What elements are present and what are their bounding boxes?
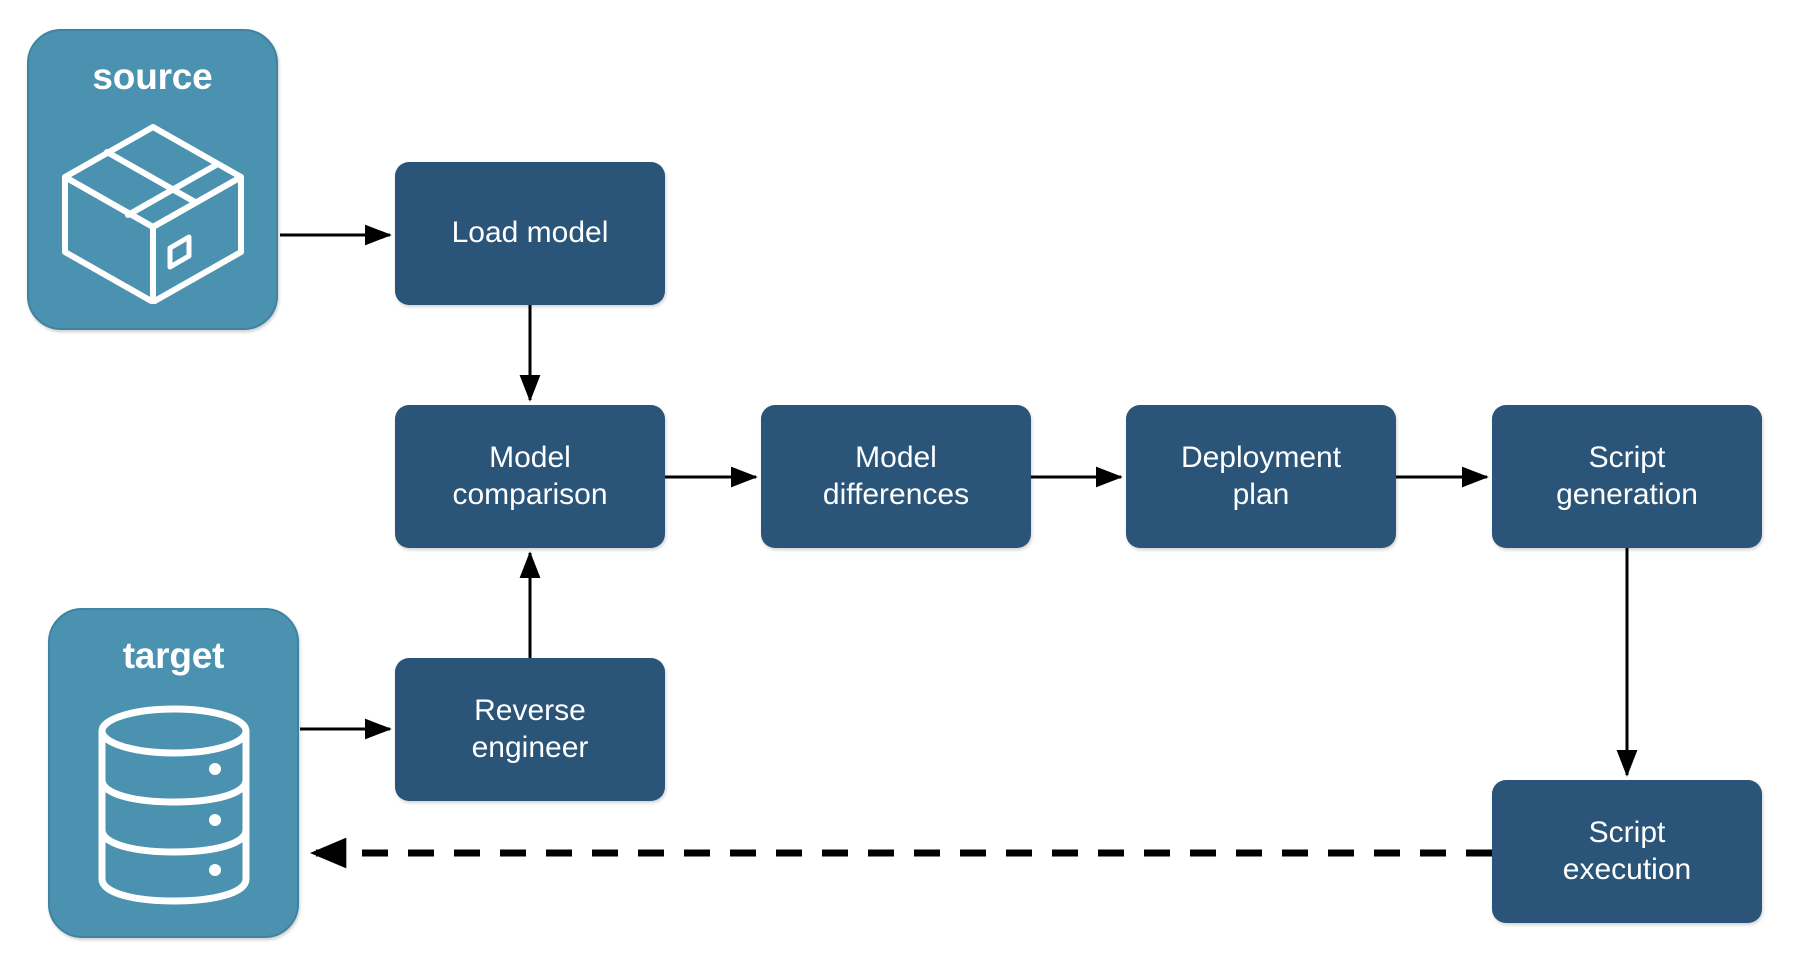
node-script-execution[interactable]: Script execution bbox=[1492, 780, 1762, 923]
node-reverse-engineer-label: Reverse engineer bbox=[471, 693, 589, 764]
node-script-generation[interactable]: Script generation bbox=[1492, 405, 1762, 548]
node-deployment-plan[interactable]: Deployment plan bbox=[1126, 405, 1396, 548]
endpoint-target[interactable]: target bbox=[48, 608, 299, 938]
node-reverse-engineer[interactable]: Reverse engineer bbox=[395, 658, 665, 801]
node-load-model[interactable]: Load model bbox=[395, 162, 665, 305]
node-model-comparison[interactable]: Model comparison bbox=[395, 405, 665, 548]
endpoint-source[interactable]: source bbox=[27, 29, 278, 330]
database-cylinder-icon bbox=[50, 674, 297, 936]
package-box-icon bbox=[29, 95, 276, 328]
node-load-model-label: Load model bbox=[451, 216, 609, 250]
node-script-execution-label: Script execution bbox=[1562, 815, 1692, 886]
node-model-differences[interactable]: Model differences bbox=[761, 405, 1031, 548]
endpoint-source-label: source bbox=[92, 56, 213, 97]
node-model-differences-label: Model differences bbox=[822, 440, 970, 511]
node-model-comparison-label: Model comparison bbox=[452, 440, 608, 511]
node-script-generation-label: Script generation bbox=[1556, 440, 1698, 511]
endpoint-target-label: target bbox=[122, 635, 225, 676]
node-deployment-plan-label: Deployment plan bbox=[1180, 440, 1342, 511]
